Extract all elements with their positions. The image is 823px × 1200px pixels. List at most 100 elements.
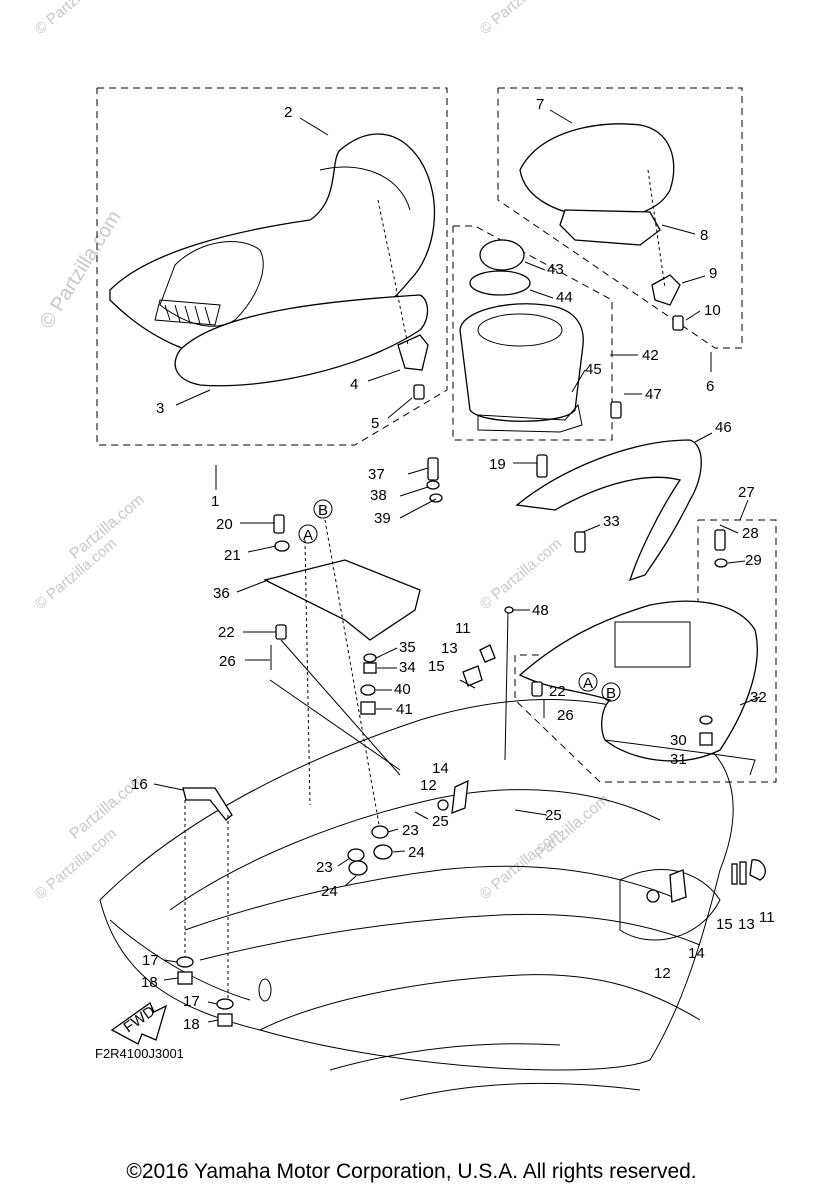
washer-39	[429, 493, 443, 503]
callout-9: 9	[709, 265, 717, 282]
callout-47: 47	[645, 386, 662, 403]
watermark-tile: © Partzilla.com	[477, 0, 565, 38]
plate-14a	[451, 779, 469, 814]
nut-12b	[646, 889, 660, 903]
callout-26b: 26	[557, 707, 574, 724]
bolt-19	[536, 454, 548, 478]
watermark-layer: © Partzilla.com © Partzilla.com © Partzi…	[32, 0, 613, 903]
callout-30: 30	[670, 732, 687, 749]
grommet-48	[504, 606, 514, 614]
rear-grab-assembly	[515, 401, 758, 776]
callout-24b: 24	[321, 883, 338, 900]
callout-32: 32	[750, 689, 767, 706]
bracket-16	[182, 787, 233, 821]
callout-18b: 18	[183, 1016, 200, 1033]
grommet-23b	[347, 848, 365, 862]
hook-11	[479, 644, 496, 663]
callout-37: 37	[368, 466, 385, 483]
callout-27: 27	[738, 484, 755, 501]
ref-circle-b-left	[313, 499, 333, 519]
deck-32	[518, 600, 758, 762]
callout-40: 40	[394, 681, 411, 698]
callout-15b: 15	[716, 916, 733, 933]
bolt-22b	[531, 681, 543, 697]
nut-18b	[217, 1013, 233, 1027]
callout-22a: 22	[218, 624, 235, 641]
cap-43	[479, 239, 525, 271]
bolt-22	[275, 624, 287, 640]
bracket-4	[397, 334, 429, 371]
frame-seat-rear	[497, 87, 743, 349]
latch-assembly	[437, 606, 766, 903]
callout-39: 39	[374, 510, 391, 527]
callout-1: 1	[211, 493, 219, 510]
callout-2: 2	[284, 104, 292, 121]
ref-circle-a-right	[578, 672, 598, 692]
handle-46	[515, 439, 702, 582]
bolt-33	[574, 531, 586, 553]
callout-8: 8	[700, 227, 708, 244]
callout-22b: 22	[549, 683, 566, 700]
callout-12a: 12	[420, 777, 437, 794]
frame-storage	[452, 225, 613, 441]
callout-48: 48	[532, 602, 549, 619]
grommet-24a	[373, 844, 393, 860]
bolt-37	[427, 457, 439, 481]
container-45	[459, 303, 584, 422]
washer-17b	[216, 998, 234, 1010]
nut-41	[360, 701, 376, 715]
ref-b-right: B	[606, 685, 616, 702]
washer-30	[699, 715, 713, 725]
front-bracket-assembly	[110, 787, 234, 1045]
storage-assembly	[459, 239, 584, 433]
plate-15b	[731, 863, 738, 885]
washer-35	[363, 653, 377, 663]
bracket-9	[651, 274, 681, 306]
callout-15a: 15	[428, 658, 445, 675]
callout-17a: 17	[142, 952, 159, 969]
washer-21	[274, 540, 290, 552]
nut-31	[699, 732, 713, 746]
nut-34	[363, 662, 377, 674]
figure-code: F2R4100J3001	[95, 1046, 184, 1061]
plate-14b	[669, 869, 687, 903]
bolt-47	[610, 401, 622, 419]
callout-35: 35	[399, 639, 416, 656]
washer-38	[426, 480, 440, 490]
watermark-tile: © Partzilla.com	[32, 0, 120, 38]
grommet-23a	[371, 825, 389, 839]
callout-41: 41	[396, 701, 413, 718]
rear-seat-assembly	[519, 123, 684, 331]
callout-19: 19	[489, 456, 506, 473]
ref-b-left: B	[318, 502, 328, 519]
plate-36	[263, 559, 421, 641]
callout-17b: 17	[183, 993, 200, 1010]
bolt-5	[413, 384, 425, 400]
plate-13	[462, 665, 483, 687]
watermark-tile: © Partzilla.com	[477, 535, 565, 613]
callout-34: 34	[399, 659, 416, 676]
callout-7: 7	[536, 96, 544, 113]
callout-28: 28	[742, 525, 759, 542]
callout-24a: 24	[408, 844, 425, 861]
callout-23b: 23	[316, 859, 333, 876]
callout-46: 46	[715, 419, 732, 436]
callout-42: 42	[642, 347, 659, 364]
callout-5: 5	[371, 415, 379, 432]
callout-31: 31	[670, 751, 687, 768]
callout-16: 16	[131, 776, 148, 793]
callout-33: 33	[603, 513, 620, 530]
callout-43: 43	[547, 261, 564, 278]
callout-12b: 12	[654, 965, 671, 982]
callout-4: 4	[350, 376, 358, 393]
bolt-20	[273, 514, 285, 534]
seat-7	[519, 123, 675, 219]
callout-11b: 11	[759, 909, 775, 926]
seat-base-8	[559, 209, 661, 246]
frame-seat-front	[96, 87, 448, 446]
copyright-notice: ©2016 Yamaha Motor Corporation, U.S.A. A…	[126, 1160, 697, 1183]
ref-circle-a-left	[298, 524, 318, 544]
hull-deck	[99, 699, 734, 1101]
watermark-tile: Partzilla.com	[532, 791, 613, 863]
callout-25b: 25	[545, 807, 562, 824]
